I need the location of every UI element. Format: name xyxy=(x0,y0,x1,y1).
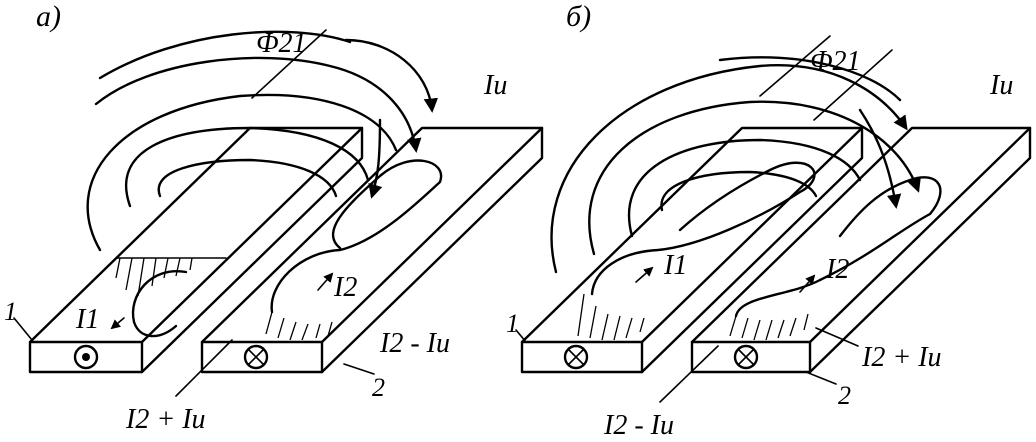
panel-b-flux-lines xyxy=(550,35,921,274)
panel-a-strip-1-number: 1 xyxy=(4,297,17,326)
panel-a-strip-1-current-label: I1 xyxy=(75,304,99,335)
panel-b-flux-label: Ф21 xyxy=(810,46,861,77)
panel-a-strip-2-hatch xyxy=(265,311,333,341)
panel-a: а) Ф21 Iи I1 I2 I2 - Iи I2 + Iи 1 2 xyxy=(4,0,544,435)
panel-b: б) Ф21 Iи I1 I2 I2 + Iи I2 - Iи 1 2 xyxy=(506,0,1032,441)
panel-a-strip-2-number: 2 xyxy=(372,373,385,402)
panel-b-strip-1-edge-label: I2 - Iи xyxy=(603,410,674,441)
panel-b-strip-2-hatch xyxy=(729,313,809,341)
panel-b-strip-1-hatch xyxy=(577,293,645,341)
panel-a-strip-2-edge-label: I2 - Iи xyxy=(379,328,450,359)
panel-b-strip-1-number: 1 xyxy=(506,309,519,338)
panel-b-strip-2-current-label: I2 xyxy=(825,254,849,285)
panel-b-induced-label: Iи xyxy=(989,70,1013,101)
panel-a-letter: а) xyxy=(36,0,61,33)
panel-b-strip-1 xyxy=(520,126,864,374)
panel-a-strip-1-edge-label: I2 + Iи xyxy=(125,404,206,435)
panel-a-strip-2-cross-symbol xyxy=(243,344,269,370)
panel-a-strip-2 xyxy=(200,126,544,374)
panel-a-flux-lines xyxy=(86,29,439,252)
panel-a-strip-1-dot-symbol xyxy=(73,344,99,370)
panel-a-strip-1-hatch xyxy=(115,257,227,297)
panel-b-strip-2-edge-label: I2 + Iи xyxy=(861,342,942,373)
panel-b-strip-2-cross-symbol xyxy=(733,344,759,370)
panel-b-strip-2 xyxy=(690,126,1032,374)
panel-b-strip-1-cross-symbol xyxy=(563,344,589,370)
panel-b-strip-2-number: 2 xyxy=(838,381,851,410)
panel-a-strip-1 xyxy=(28,126,364,374)
panel-a-flux-label: Ф21 xyxy=(256,28,307,59)
panel-a-induced-label: Iи xyxy=(483,70,507,101)
panel-a-strip-2-current-label: I2 xyxy=(333,272,357,303)
panel-b-strip-1-current-label: I1 xyxy=(663,250,687,281)
panel-b-letter: б) xyxy=(566,0,591,33)
